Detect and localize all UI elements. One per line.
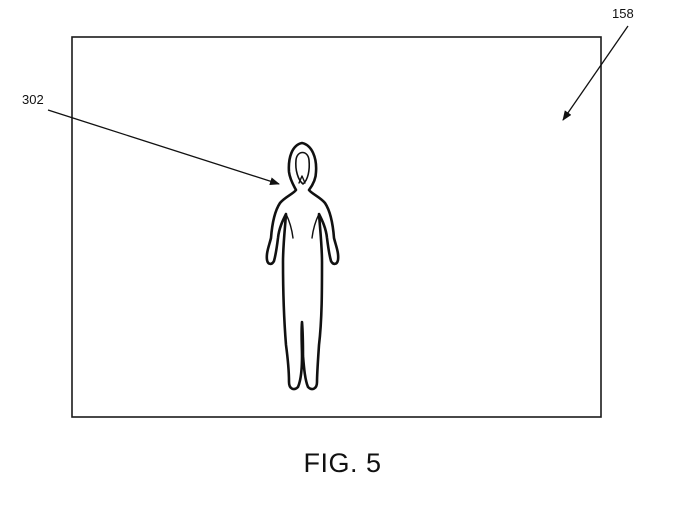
figure-caption: FIG. 5 — [303, 448, 382, 478]
leader-line-158 — [562, 25, 629, 121]
human-silhouette-icon — [265, 141, 340, 391]
display-frame — [71, 36, 602, 418]
leader-line-302 — [47, 109, 280, 186]
ref-label-302: 302 — [22, 92, 44, 107]
ref-label-158: 158 — [612, 6, 634, 21]
